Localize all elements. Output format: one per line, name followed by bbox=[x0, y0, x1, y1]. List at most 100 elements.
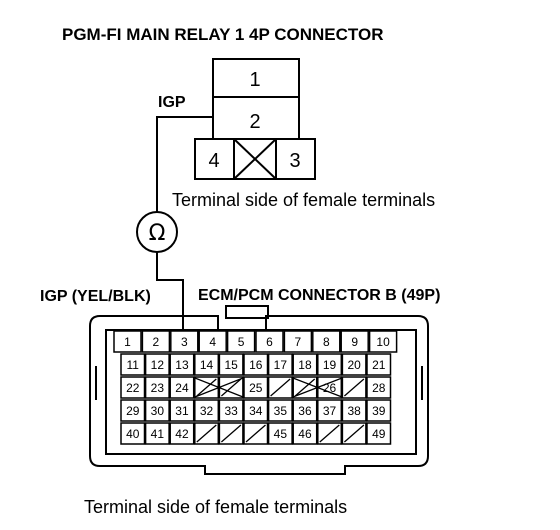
relay-terminal-2: 2 bbox=[249, 111, 260, 133]
ecm-terminal-8 bbox=[312, 330, 341, 353]
relay-terminal-3: 3 bbox=[289, 150, 300, 172]
ecm-terminal-label: 13 bbox=[175, 358, 189, 372]
ecm-terminal-9 bbox=[340, 330, 369, 353]
ecm-terminal-34 bbox=[243, 399, 269, 422]
ecm-unused-mark bbox=[196, 424, 217, 443]
ecm-terminal-46 bbox=[292, 422, 318, 445]
ecm-connector bbox=[89, 305, 429, 475]
ecm-terminal-4 bbox=[198, 330, 227, 353]
relay-terminal-1: 1 bbox=[249, 69, 260, 91]
ecm-unused-mark bbox=[343, 424, 365, 443]
ecm-unused-mark bbox=[294, 378, 316, 397]
ecm-terminal-33 bbox=[218, 399, 244, 422]
ecm-terminal-45 bbox=[267, 422, 293, 445]
ecm-terminal-label: 42 bbox=[175, 427, 189, 441]
ecm-terminal-28 bbox=[366, 376, 392, 399]
ecm-terminal-label: 21 bbox=[372, 358, 386, 372]
ecm-terminal-1 bbox=[113, 330, 142, 353]
ecm-terminal-label: 41 bbox=[151, 427, 165, 441]
ecm-unused-mark bbox=[196, 378, 217, 397]
ecm-terminal-12 bbox=[144, 353, 170, 376]
ecm-terminal-label: 19 bbox=[323, 358, 337, 372]
ecm-cross-mark bbox=[292, 377, 343, 398]
ecm-terminal-41 bbox=[144, 422, 170, 445]
ecm-terminal-label: 3 bbox=[181, 335, 188, 349]
ecm-terminal-22 bbox=[120, 376, 146, 399]
ecm-terminal-29 bbox=[120, 399, 146, 422]
ecm-terminal-10 bbox=[368, 330, 398, 353]
ecm-terminal-30 bbox=[144, 399, 170, 422]
svg-text:Ω: Ω bbox=[149, 221, 166, 246]
ecm-terminal-label: 22 bbox=[126, 381, 140, 395]
ecm-terminal-13 bbox=[169, 353, 195, 376]
ecm-terminal-label: 2 bbox=[153, 335, 160, 349]
ecm-terminal-label: 24 bbox=[175, 381, 189, 395]
ecm-terminal-label: 1 bbox=[124, 335, 131, 349]
ecm-terminal-label: 17 bbox=[274, 358, 288, 372]
ecm-terminal-label: 39 bbox=[372, 404, 386, 418]
ecm-terminal-39 bbox=[366, 399, 392, 422]
ecm-terminal-17 bbox=[267, 353, 293, 376]
ecm-terminal-25 bbox=[243, 376, 269, 399]
ecm-terminal-16 bbox=[243, 353, 269, 376]
ecm-terminal-label: 40 bbox=[126, 427, 140, 441]
ecm-terminal-14 bbox=[194, 353, 220, 376]
wire-label-igp-yel-blk: IGP (YEL/BLK) bbox=[40, 288, 151, 305]
ecm-cross-mark bbox=[194, 377, 244, 398]
ecm-terminal-label: 29 bbox=[126, 404, 140, 418]
ecm-unused-mark bbox=[343, 378, 365, 397]
ecm-caption: Terminal side of female terminals bbox=[84, 497, 347, 517]
ecm-terminal-label: 4 bbox=[209, 335, 216, 349]
ecm-terminal-49 bbox=[366, 422, 392, 445]
ecm-unused-mark bbox=[220, 424, 242, 443]
ecm-terminal-label: 7 bbox=[295, 335, 302, 349]
ecm-terminal-19 bbox=[317, 353, 343, 376]
ecm-terminal-2 bbox=[141, 330, 171, 353]
ecm-terminal-36 bbox=[292, 399, 318, 422]
ecm-terminal-label: 49 bbox=[372, 427, 386, 441]
ecm-terminal-11 bbox=[120, 353, 146, 376]
ecm-terminal-label: 5 bbox=[238, 335, 245, 349]
ecm-terminal-label: 6 bbox=[266, 335, 273, 349]
ecm-terminal-23 bbox=[144, 376, 170, 399]
ecm-terminal-label: 34 bbox=[249, 404, 263, 418]
ecm-terminal-label: 25 bbox=[249, 381, 263, 395]
ecm-terminal-label: 10 bbox=[376, 335, 390, 349]
ecm-terminal-label: 9 bbox=[351, 335, 358, 349]
ecm-terminal-label: 30 bbox=[151, 404, 165, 418]
ecm-terminal-21 bbox=[366, 353, 392, 376]
ecm-terminal-label: 31 bbox=[175, 404, 189, 418]
ecm-terminal-label: 32 bbox=[200, 404, 214, 418]
ecm-terminal-label: 36 bbox=[298, 404, 312, 418]
ecm-terminal-label: 46 bbox=[298, 427, 312, 441]
ecm-terminal-6 bbox=[255, 330, 284, 353]
ecm-terminal-24 bbox=[169, 376, 195, 399]
relay-caption: Terminal side of female terminals bbox=[172, 190, 435, 210]
ecm-terminal-label: 45 bbox=[274, 427, 288, 441]
ecm-terminal-label: 12 bbox=[151, 358, 165, 372]
ecm-terminal-label: 15 bbox=[224, 358, 238, 372]
ecm-terminal-label: 38 bbox=[347, 404, 361, 418]
ecm-terminal-15 bbox=[218, 353, 244, 376]
wire-label-igp: IGP bbox=[158, 94, 186, 111]
ecm-terminal-label: 11 bbox=[127, 358, 140, 372]
ecm-terminal-label: 28 bbox=[372, 381, 386, 395]
ecm-terminal-31 bbox=[169, 399, 195, 422]
ecm-terminal-label: 20 bbox=[347, 358, 361, 372]
ecm-terminal-40 bbox=[120, 422, 146, 445]
page-title: PGM-FI MAIN RELAY 1 4P CONNECTOR bbox=[62, 25, 383, 44]
ecm-terminal-3 bbox=[170, 330, 199, 353]
ohmmeter-icon: Ω bbox=[136, 211, 178, 253]
ecm-unused-mark bbox=[270, 378, 291, 397]
ecm-terminal-42 bbox=[169, 422, 195, 445]
ecm-terminal-label: 16 bbox=[249, 358, 263, 372]
ecm-terminal-label: 8 bbox=[323, 335, 330, 349]
ecm-terminal-7 bbox=[283, 330, 313, 353]
test-wire bbox=[156, 116, 213, 340]
ecm-terminal-label: 14 bbox=[200, 358, 214, 372]
ecm-unused-mark bbox=[220, 378, 242, 397]
ecm-terminal-label: 33 bbox=[224, 404, 238, 418]
ecm-terminal-37 bbox=[317, 399, 343, 422]
ecm-terminal-35 bbox=[267, 399, 293, 422]
